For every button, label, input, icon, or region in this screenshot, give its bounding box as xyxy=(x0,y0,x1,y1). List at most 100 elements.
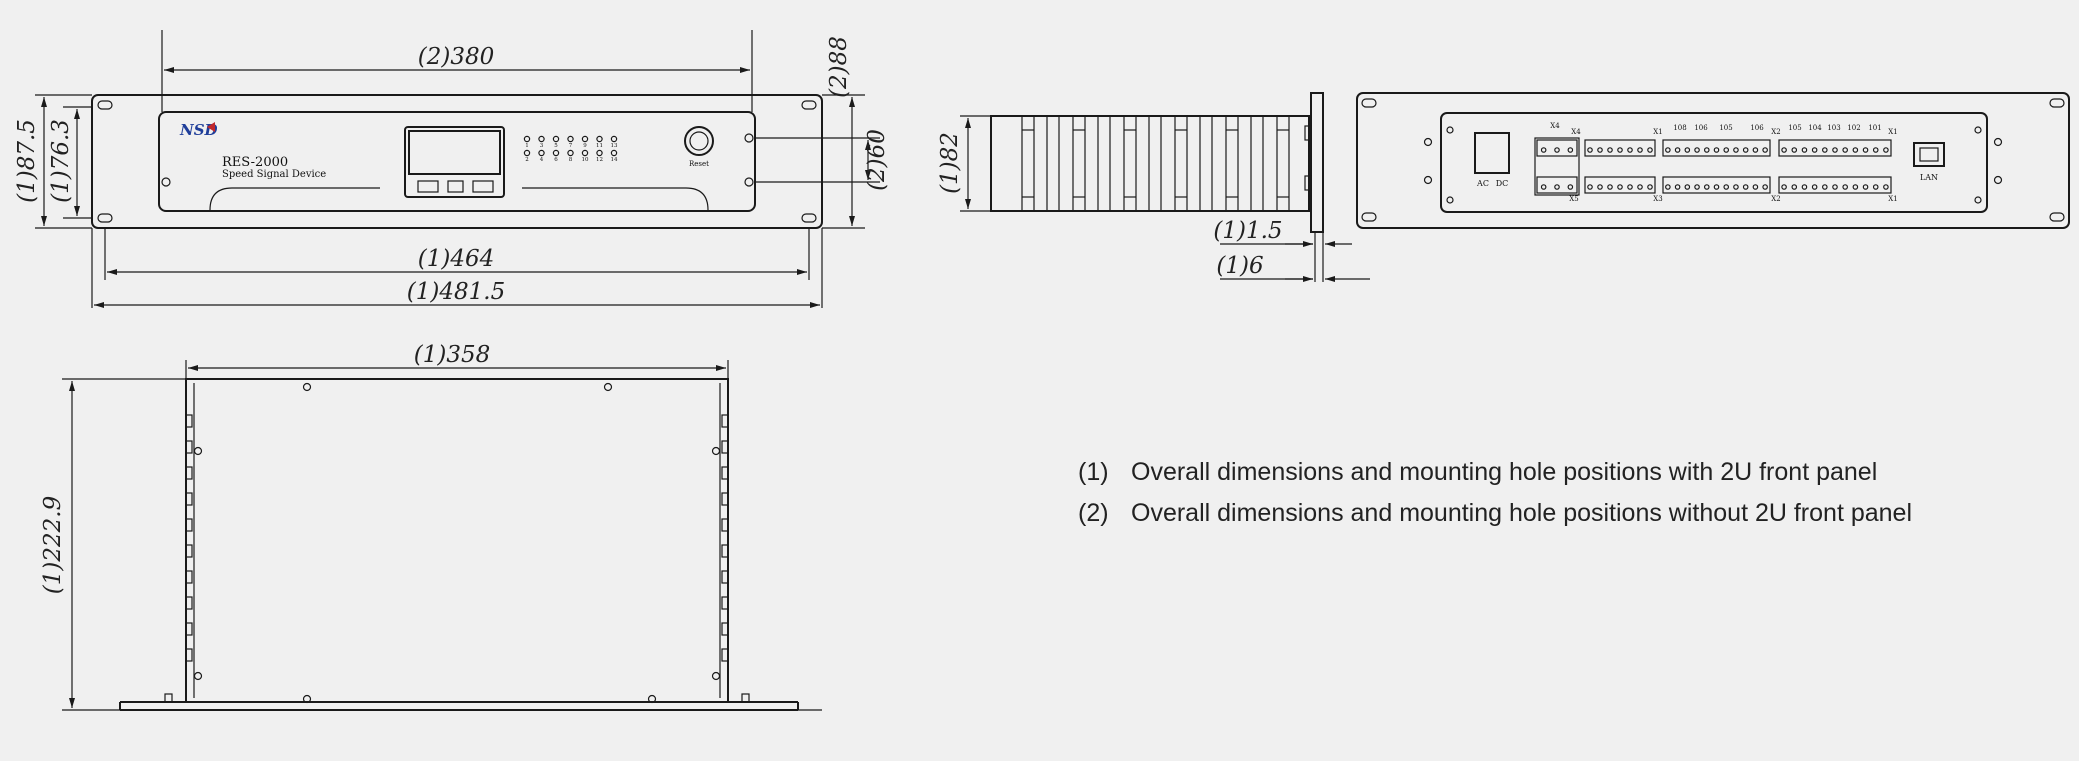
display-button[interactable] xyxy=(472,180,494,193)
led-number: 5 xyxy=(554,143,558,149)
display-button[interactable] xyxy=(417,180,439,193)
terminal-pin xyxy=(1713,184,1720,190)
side-rib xyxy=(1250,115,1264,212)
side-notch xyxy=(721,518,729,532)
side-notch xyxy=(721,570,729,584)
terminal-label: X2 xyxy=(1771,128,1780,136)
panel-screw xyxy=(1446,126,1454,134)
top-screw xyxy=(302,382,312,392)
lan-port[interactable] xyxy=(1913,142,1945,167)
side-chassis xyxy=(990,115,1310,212)
led-number: 9 xyxy=(583,143,587,149)
panel-contour xyxy=(209,187,380,211)
terminal-block[interactable] xyxy=(1662,139,1771,157)
model-label: RES-2000 xyxy=(222,155,288,170)
dim-6: (1)6 xyxy=(1216,253,1263,279)
terminal-block[interactable] xyxy=(1536,176,1578,194)
mount-hole xyxy=(801,100,817,110)
led-indicator xyxy=(581,149,589,157)
terminal-label: X1 xyxy=(1888,195,1897,203)
lan-port-socket xyxy=(1919,147,1939,162)
ac-label: AC xyxy=(1476,179,1489,188)
terminal-pin xyxy=(1637,147,1643,153)
terminal-pin xyxy=(1791,147,1798,153)
side-notch xyxy=(185,518,193,532)
display-frame xyxy=(404,126,505,198)
terminal-pin xyxy=(1597,184,1603,190)
legend-text: Overall dimensions and mounting hole pos… xyxy=(1131,499,1913,527)
reset-button[interactable] xyxy=(684,126,714,156)
side-vents xyxy=(185,414,729,662)
side-rib xyxy=(1097,115,1111,212)
panel-screw xyxy=(744,133,754,143)
panel-screw xyxy=(1993,175,2003,185)
led-indicator xyxy=(523,149,531,157)
nsd-logo: NSD xyxy=(179,121,218,139)
side-notch xyxy=(721,544,729,558)
top-tab xyxy=(741,693,750,703)
terminal-label: X5 xyxy=(1569,195,1578,203)
terminal-pin xyxy=(1811,184,1818,190)
led-indicator xyxy=(552,149,560,157)
terminal-pin xyxy=(1597,147,1603,153)
mount-hole xyxy=(801,213,817,223)
side-notch xyxy=(185,440,193,454)
terminal-pin xyxy=(1694,184,1700,190)
side-notch xyxy=(185,648,193,662)
terminal-pin xyxy=(1665,184,1671,190)
mount-hole xyxy=(97,213,113,223)
terminal-pin xyxy=(1587,147,1593,153)
terminal-block[interactable] xyxy=(1584,176,1656,194)
terminal-pin xyxy=(1733,184,1739,190)
channel-label: 108 xyxy=(1673,124,1686,132)
terminal-pin xyxy=(1627,147,1633,153)
side-rib xyxy=(1123,115,1137,212)
terminal-block[interactable] xyxy=(1536,139,1578,157)
side-rib xyxy=(1276,115,1290,212)
terminal-block[interactable] xyxy=(1584,139,1656,157)
dim-358: (1)358 xyxy=(414,342,490,368)
side-notch xyxy=(185,414,193,428)
panel-screw xyxy=(1446,196,1454,204)
side-rib xyxy=(1148,115,1162,212)
terminal-pin xyxy=(1723,147,1730,153)
dc-label: DC xyxy=(1496,179,1509,188)
terminal-pin xyxy=(1540,147,1547,153)
panel-screw xyxy=(1423,175,1433,185)
front-view: NSD RES-2000 Speed Signal Device 1234567… xyxy=(14,30,890,308)
side-rib xyxy=(1225,115,1239,212)
terminal-block[interactable] xyxy=(1778,176,1892,194)
terminal-block[interactable] xyxy=(1778,139,1892,157)
rear-inner-panel xyxy=(1440,112,1988,213)
logo-red-mark xyxy=(207,122,215,132)
power-inlet[interactable] xyxy=(1474,132,1510,174)
terminal-pin xyxy=(1752,184,1759,190)
channel-label: 102 xyxy=(1847,124,1860,132)
display-button[interactable] xyxy=(447,180,464,193)
side-view: (1)82 (1)1.5 (1)6 xyxy=(937,92,1370,282)
side-rib xyxy=(1199,115,1213,212)
panel-screw xyxy=(1993,137,2003,147)
channel-label: 105 xyxy=(1788,124,1801,132)
dim-88: (2)88 xyxy=(826,36,852,98)
dim-76-3: (1)76.3 xyxy=(48,119,74,203)
terminal-pin xyxy=(1791,184,1798,190)
lcd-screen xyxy=(408,130,501,175)
reset-label: Reset xyxy=(689,160,709,168)
terminal-pin xyxy=(1842,147,1848,153)
terminal-pin xyxy=(1567,147,1574,153)
side-notch xyxy=(721,648,729,662)
terminal-pin xyxy=(1801,147,1808,153)
side-notch xyxy=(185,622,193,636)
terminal-pin xyxy=(1862,184,1869,190)
side-notch xyxy=(721,492,729,506)
mount-hole xyxy=(2049,98,2065,108)
terminal-pin xyxy=(1842,184,1848,190)
terminal-block[interactable] xyxy=(1662,176,1771,194)
top-screw xyxy=(193,671,203,681)
terminal-pin xyxy=(1703,184,1710,190)
panel-screw xyxy=(744,177,754,187)
terminal-pin xyxy=(1811,147,1818,153)
